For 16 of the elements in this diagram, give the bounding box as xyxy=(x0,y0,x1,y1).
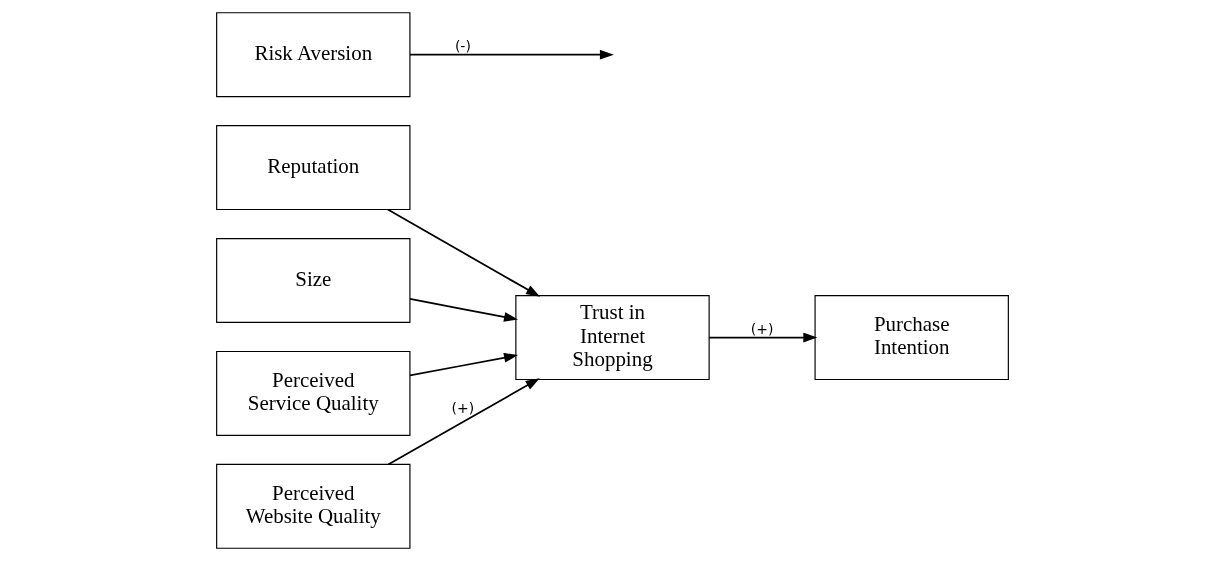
edge-label: (+) xyxy=(451,399,474,416)
node-box: Perceived Service Quality xyxy=(215,350,410,436)
edge-label: (+) xyxy=(750,320,773,337)
node-box: Trust in Internet Shopping xyxy=(514,295,710,381)
arrow xyxy=(386,378,540,466)
arrow xyxy=(707,332,817,343)
node-box: Size xyxy=(215,238,410,323)
arrow xyxy=(408,352,518,377)
node-box: Perceived Website Quality xyxy=(215,463,410,549)
node-box: Purchase Intention xyxy=(814,295,1009,381)
arrow xyxy=(408,298,518,322)
node-box: Reputation xyxy=(215,125,410,211)
arrow xyxy=(386,208,540,297)
node-box: Risk Aversion xyxy=(215,12,410,98)
edge-label: (-) xyxy=(454,37,471,54)
arrow xyxy=(408,49,614,60)
